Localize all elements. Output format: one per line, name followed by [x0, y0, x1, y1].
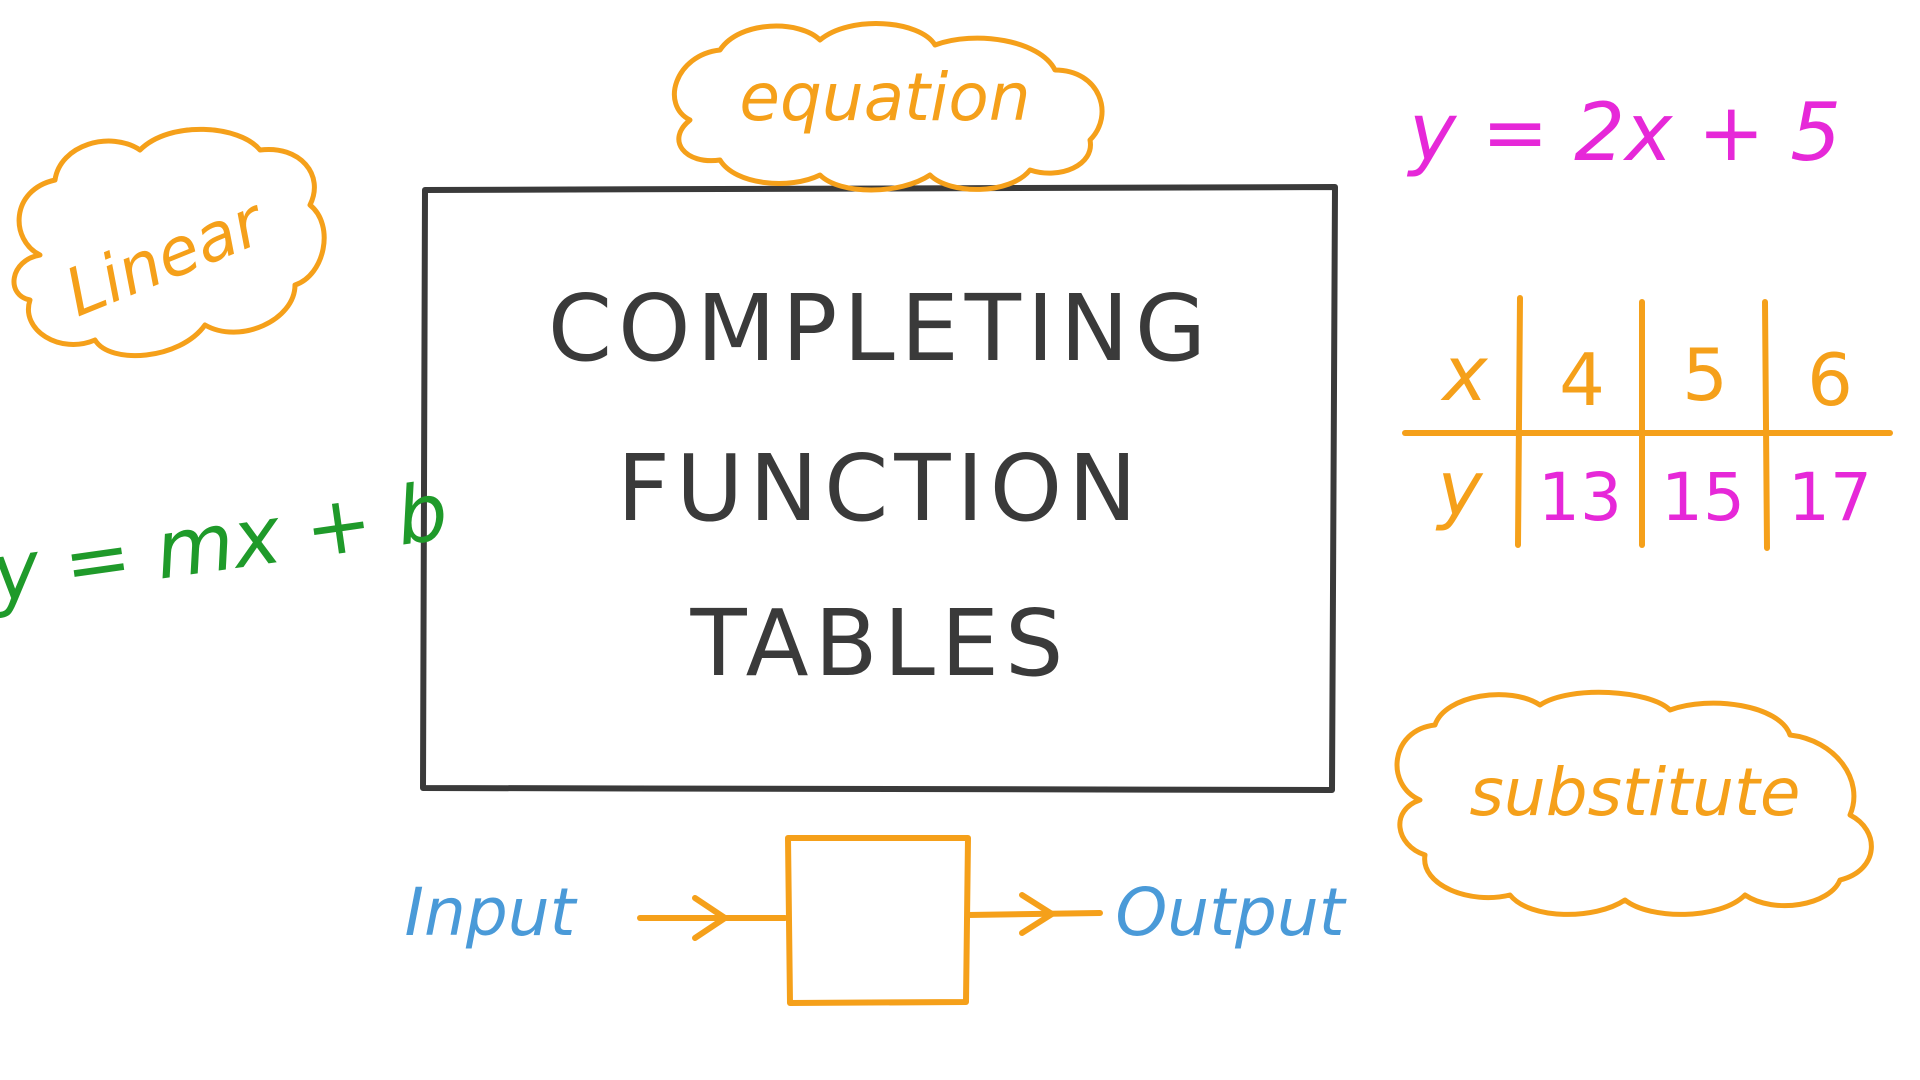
table-y-value-2: 15 — [1661, 459, 1745, 536]
title-line-2: FUNCTION — [617, 435, 1143, 542]
table-y-value-3: 17 — [1788, 459, 1872, 536]
title-line-3: TABLES — [690, 590, 1070, 697]
machine-box — [785, 835, 971, 1006]
output-arrow-head — [1019, 892, 1055, 936]
table-x-value-3: 6 — [1807, 338, 1853, 422]
output-arrow-shaft — [965, 910, 1103, 918]
formula-general: y = mx + b — [0, 465, 453, 621]
table-divider-1 — [1515, 295, 1523, 548]
machine-input-label: Input — [405, 874, 578, 951]
table-y-label: y — [1436, 444, 1484, 533]
table-x-value-1: 4 — [1559, 338, 1605, 422]
table-x-value-2: 5 — [1682, 333, 1728, 417]
function-table: x y 4 5 6 13 15 17 — [1402, 295, 1893, 551]
cloud-substitute-outline — [1394, 689, 1874, 917]
machine-output-label: Output — [1115, 874, 1346, 951]
function-machine: Input Output — [405, 835, 1347, 1006]
table-x-label: x — [1441, 329, 1489, 418]
cloud-linear-label: Linear — [55, 182, 278, 332]
cloud-equation-label: equation — [739, 59, 1030, 136]
title-box — [420, 184, 1338, 793]
input-arrow-head — [692, 895, 728, 941]
table-divider-3 — [1762, 299, 1770, 551]
formula-specific: y = 2x + 5 — [1407, 86, 1841, 179]
cloud-equation-outline — [671, 21, 1105, 193]
table-y-value-1: 13 — [1538, 459, 1622, 536]
title-line-1: COMPLETING — [548, 275, 1212, 382]
cloud-substitute-label: substitute — [1470, 754, 1801, 831]
cloud-linear-outline — [11, 126, 327, 359]
